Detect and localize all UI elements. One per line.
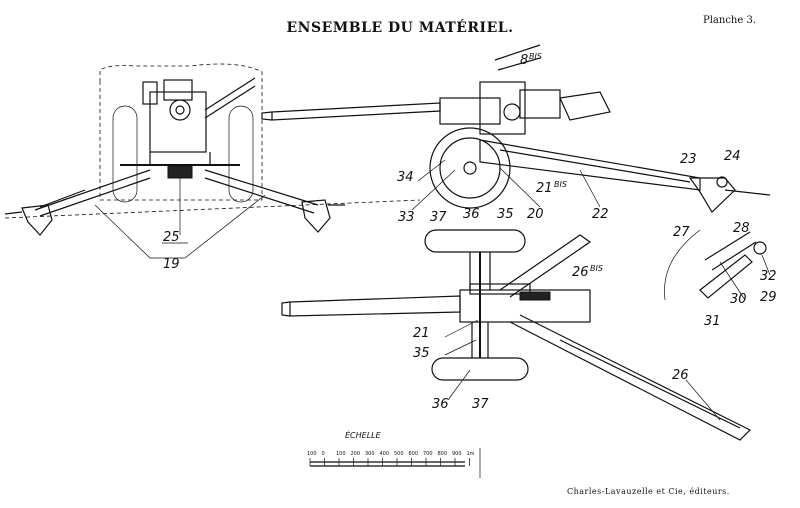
scale-tick-label: 200 <box>351 451 361 457</box>
side-view <box>261 44 771 213</box>
scale-tick-label: 900 <box>452 451 462 457</box>
label-33: 33 <box>398 210 415 225</box>
label-8bis-suffix: BIS <box>529 52 542 61</box>
label-26: 26 <box>672 368 689 383</box>
plan-view <box>281 229 752 441</box>
label-30: 30 <box>730 292 747 307</box>
label-21bis: 21 <box>536 181 553 196</box>
scale-tick-label: 600 <box>409 451 419 457</box>
label-25: 25 <box>163 230 180 245</box>
scale-tick-label: 800 <box>438 451 448 457</box>
label-37a: 37 <box>430 210 447 225</box>
label-37b: 37 <box>472 397 489 412</box>
label-29: 29 <box>760 290 777 305</box>
label-26bis: 26 <box>572 265 589 280</box>
label-20: 20 <box>527 207 544 222</box>
scale-tick-label: 0 <box>322 451 325 457</box>
front-view <box>4 63 421 259</box>
scale-title: ÉCHELLE <box>345 429 382 440</box>
label-26bis-suffix: BIS <box>590 264 603 273</box>
label-27: 27 <box>673 225 690 240</box>
label-8bis: 8 <box>520 53 528 68</box>
label-21: 21 <box>413 326 430 341</box>
label-36b: 36 <box>432 397 449 412</box>
label-35a: 35 <box>497 207 514 222</box>
label-28: 28 <box>733 221 750 236</box>
label-19: 19 <box>163 257 180 272</box>
label-32: 32 <box>760 269 777 284</box>
scale-tick-label: 700 <box>423 451 433 457</box>
scale-tick-label: 500 <box>394 451 404 457</box>
label-35b: 35 <box>413 346 430 361</box>
label-36a: 36 <box>463 207 480 222</box>
label-21bis-suffix: BIS <box>554 180 567 189</box>
plate-number: Planche 3. <box>702 15 756 26</box>
scale-tick-label: 300 <box>365 451 375 457</box>
scale-tick-label: 100 <box>336 451 346 457</box>
page-title: ENSEMBLE DU MATÉRIEL. <box>286 20 514 36</box>
detail-view <box>664 229 771 301</box>
label-24: 24 <box>724 149 741 164</box>
label-22: 22 <box>592 207 609 222</box>
label-31: 31 <box>704 314 721 329</box>
label-23: 23 <box>680 152 697 167</box>
scale-bar <box>310 448 481 478</box>
publisher-credit: Charles-Lavauzelle et Cie, éditeurs. <box>567 487 730 496</box>
scale-ticks: 100 0 100 200 300 400 500 600 700 800 900 1m <box>307 451 475 466</box>
label-34: 34 <box>397 170 414 185</box>
scale-tick-label: 100 <box>307 451 317 457</box>
scale-tick-label: 400 <box>380 451 390 457</box>
scale-tick-label: 1m <box>467 451 475 457</box>
